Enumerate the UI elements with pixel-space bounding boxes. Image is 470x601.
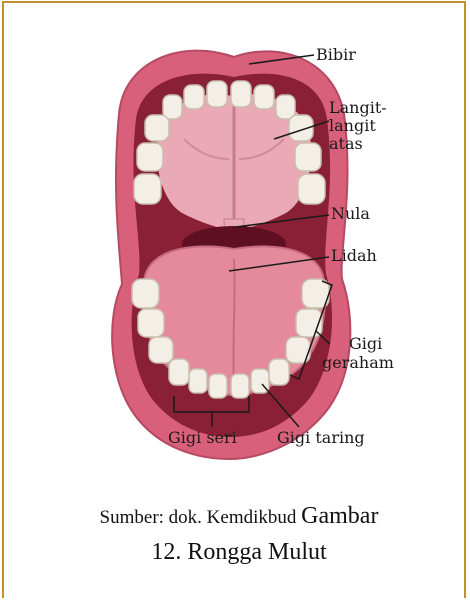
- label-langit-3: atas: [329, 135, 363, 153]
- label-gigi-seri: Gigi seri: [168, 429, 237, 447]
- mouth-illustration: Bibir Langit- langit atas Nula Lidah Gig…: [24, 19, 464, 474]
- label-langit-1: Langit-: [329, 99, 387, 117]
- label-bibir: Bibir: [316, 46, 356, 64]
- label-langit-2: langit: [329, 117, 376, 135]
- label-nula: Nula: [331, 205, 370, 223]
- label-geraham-2: geraham: [322, 354, 394, 372]
- label-lidah: Lidah: [331, 247, 377, 265]
- caption-line-1: Sumber: dok. Kemdikbud Gambar: [14, 499, 464, 535]
- caption-figure-word: Gambar: [301, 503, 378, 529]
- figure-caption: Sumber: dok. Kemdikbud Gambar 12. Rongga…: [14, 499, 464, 569]
- caption-title: 12. Rongga Mulut: [14, 535, 464, 569]
- label-geraham-1: Gigi: [349, 335, 382, 353]
- mouth-drawing: [24, 19, 464, 474]
- label-gigi-taring: Gigi taring: [277, 429, 365, 447]
- caption-source: Sumber: dok. Kemdikbud: [100, 507, 302, 528]
